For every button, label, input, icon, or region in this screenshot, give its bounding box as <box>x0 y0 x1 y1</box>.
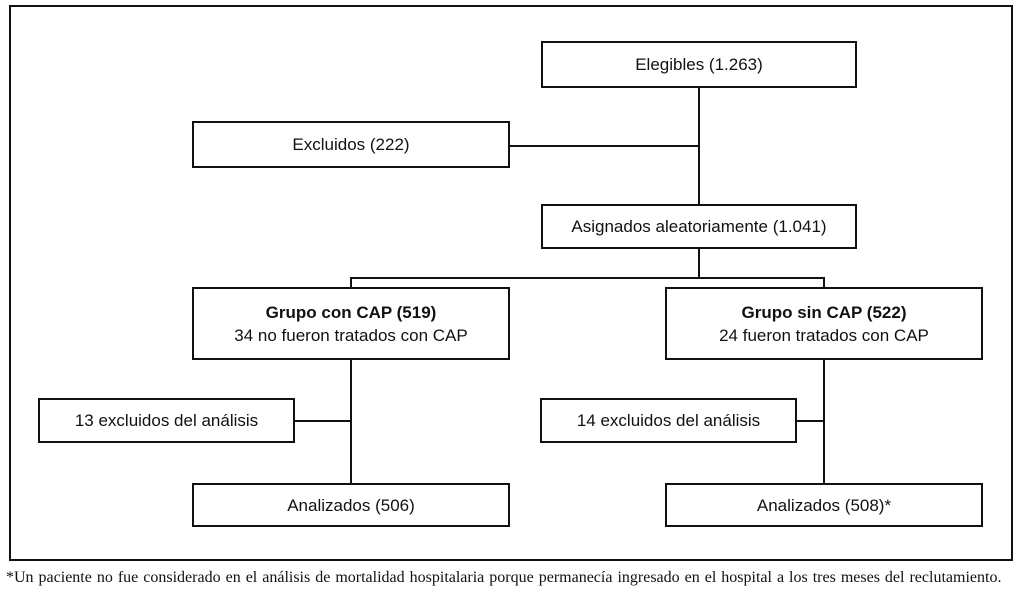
node-excluded-label: Excluidos (222) <box>292 135 410 154</box>
connector-eligible-to-randomized <box>698 88 700 205</box>
node-analyzed-cap-label: Analizados (506) <box>287 495 415 515</box>
node-excluded-analysis-cap-label: 13 excluidos del análisis <box>74 411 259 430</box>
node-excluded-analysis-sin-cap: 14 excluidos del análisis <box>540 398 797 443</box>
connector-excluded-branch <box>509 145 699 147</box>
node-group-sin-cap-title: Grupo sin CAP (522) <box>741 302 907 322</box>
connector-excluded-sincap-branch <box>797 420 824 422</box>
connector-cap-to-analyzed <box>350 360 352 484</box>
connector-split-horizontal <box>350 277 825 279</box>
node-analyzed-sin-cap: Analizados (508)* <box>665 483 983 527</box>
node-eligible-label: Elegibles (1.263) <box>635 55 763 74</box>
connector-split-right-drop <box>823 277 825 288</box>
node-group-cap: Grupo con CAP (519) 34 no fueron tratado… <box>192 287 510 360</box>
connector-randomized-to-split <box>698 249 700 279</box>
connector-sincap-to-analyzed <box>823 360 825 484</box>
node-excluded: Excluidos (222) <box>192 121 510 168</box>
node-group-sin-cap: Grupo sin CAP (522) 24 fueron tratados c… <box>665 287 983 360</box>
node-excluded-analysis-sin-cap-label: 14 excluidos del análisis <box>576 411 761 430</box>
node-analyzed-cap: Analizados (506) <box>192 483 510 527</box>
node-group-cap-title: Grupo con CAP (519) <box>265 302 437 322</box>
node-group-sin-cap-subtitle: 24 fueron tratados con CAP <box>719 325 929 345</box>
node-group-cap-subtitle: 34 no fueron tratados con CAP <box>234 325 468 345</box>
figure-footnote: *Un paciente no fue considerado en el an… <box>6 569 1002 586</box>
node-eligible: Elegibles (1.263) <box>541 41 857 88</box>
connector-excluded-cap-branch <box>295 420 351 422</box>
figure-border <box>9 5 1013 561</box>
connector-split-left-drop <box>350 277 352 288</box>
node-excluded-analysis-cap: 13 excluidos del análisis <box>38 398 295 443</box>
node-randomized: Asignados aleatoriamente (1.041) <box>541 204 857 249</box>
node-randomized-label: Asignados aleatoriamente (1.041) <box>571 217 827 236</box>
node-analyzed-sin-cap-label: Analizados (508)* <box>756 495 892 515</box>
